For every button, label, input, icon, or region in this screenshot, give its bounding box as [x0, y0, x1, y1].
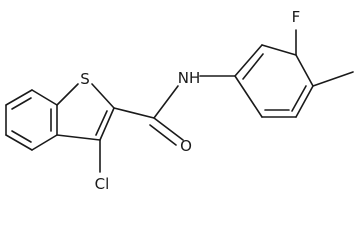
bond [99, 107, 115, 141]
atom-label-fluorine: F [292, 8, 301, 26]
bond [31, 134, 58, 151]
benzo-ring [5, 89, 58, 151]
carboxamide [113, 85, 184, 146]
bond [91, 83, 115, 109]
aryl-ring [199, 44, 314, 118]
bond [312, 71, 354, 87]
molecule-drawing: S NH F O Cl [5, 8, 354, 192]
bond [261, 44, 297, 56]
double-bond [149, 124, 177, 146]
thiophene-ring [56, 83, 115, 141]
bond [295, 85, 314, 118]
bond [295, 54, 314, 87]
bond [5, 134, 33, 151]
double-bond-inner [95, 110, 108, 136]
bond [113, 107, 155, 119]
methyl-substituent [312, 71, 354, 87]
bond [31, 89, 58, 106]
structure-canvas: S NH F O Cl [5, 8, 354, 192]
bond [234, 75, 263, 118]
atom-label-nitrogen: NH [178, 69, 201, 87]
double-bond-inner [291, 85, 307, 112]
bond [234, 44, 263, 77]
bond [56, 83, 79, 106]
atom-label-chlorine: Cl [95, 175, 110, 192]
bond [153, 85, 179, 119]
atom-label-sulfur: S [80, 70, 90, 88]
double-bond-inner [11, 97, 32, 110]
bond [5, 89, 33, 106]
double-bond-inner [11, 130, 32, 143]
double-bond-inner [242, 53, 264, 80]
bond [56, 134, 101, 141]
atom-label-oxygen: O [180, 137, 192, 155]
bond [153, 117, 184, 141]
